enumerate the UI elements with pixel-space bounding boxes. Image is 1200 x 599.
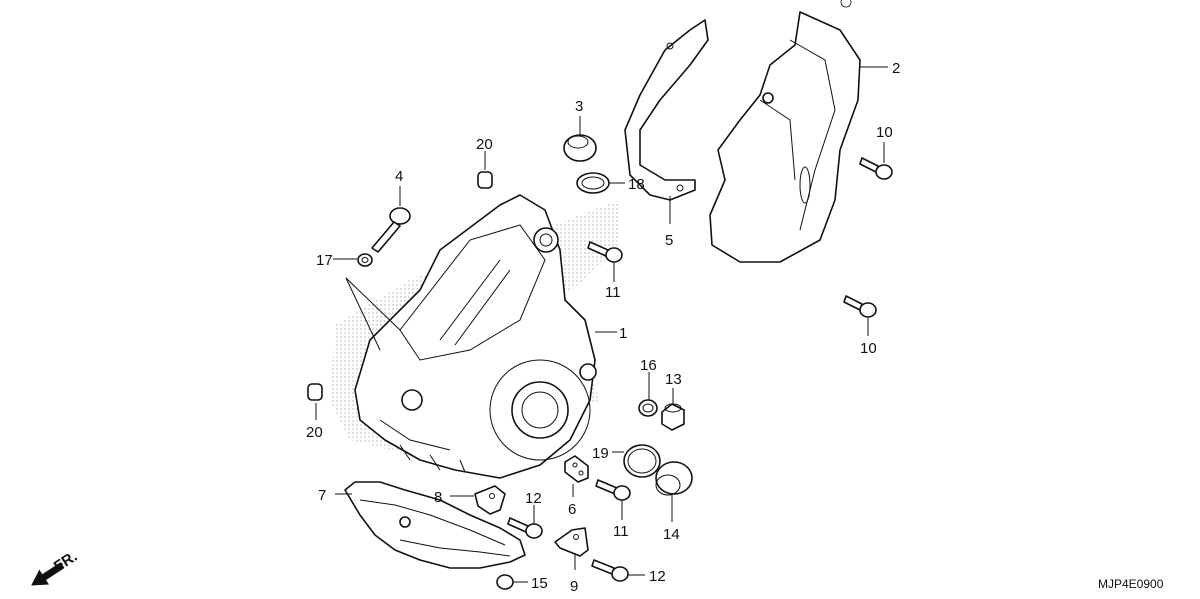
callout-18: 18 <box>628 176 645 193</box>
bolt-part-15[interactable] <box>496 574 514 590</box>
callout-16: 16 <box>640 357 657 374</box>
grommet-part-13[interactable] <box>661 403 685 431</box>
callout-8: 8 <box>434 489 442 506</box>
callout-15: 15 <box>531 575 548 592</box>
callout-13: 13 <box>665 371 682 388</box>
guard-part-5[interactable] <box>624 19 709 201</box>
bolt-part-11-upper[interactable] <box>587 241 623 263</box>
callout-labels: 1 2 3 4 5 6 7 8 9 10 10 11 11 12 12 13 1… <box>306 60 900 595</box>
registration-mark <box>840 0 852 8</box>
bolt-part-10-lower[interactable] <box>843 295 877 318</box>
callout-10-upper: 10 <box>876 124 893 141</box>
cap-part-14[interactable] <box>655 461 693 496</box>
bolt-part-10-upper[interactable] <box>859 157 893 180</box>
callout-19: 19 <box>592 445 609 462</box>
bolt-part-4[interactable] <box>371 207 411 253</box>
callout-12-lower: 12 <box>649 568 666 585</box>
front-direction-indicator: FR. <box>31 548 80 586</box>
callout-11-upper: 11 <box>605 284 621 301</box>
bolt-part-12-lower[interactable] <box>591 559 629 582</box>
callout-20-lower: 20 <box>306 424 323 441</box>
callout-20-upper: 20 <box>476 136 493 153</box>
o-ring-part-18[interactable] <box>576 172 610 194</box>
callout-12-upper: 12 <box>525 490 542 507</box>
callout-3: 3 <box>575 98 583 115</box>
callout-10-lower: 10 <box>860 340 877 357</box>
callout-17: 17 <box>316 252 333 269</box>
dowel-part-20-upper[interactable] <box>477 171 493 189</box>
callout-4: 4 <box>395 168 403 185</box>
bolt-part-11-lower[interactable] <box>595 479 631 501</box>
callout-1: 1 <box>619 325 627 342</box>
washer-part-17[interactable] <box>357 253 373 267</box>
callout-14: 14 <box>663 526 680 543</box>
diagram-code: MJP4E0900 <box>1098 577 1164 591</box>
callout-5: 5 <box>665 232 673 249</box>
washer-part-16[interactable] <box>638 399 658 417</box>
callout-7: 7 <box>318 487 326 504</box>
clip-part-6[interactable] <box>564 455 589 483</box>
callout-6: 6 <box>568 501 576 518</box>
bracket-part-8[interactable] <box>474 485 506 515</box>
cap-part-3[interactable] <box>563 134 597 162</box>
callout-2: 2 <box>892 60 900 77</box>
callout-11-lower: 11 <box>613 523 629 540</box>
callout-9: 9 <box>570 578 578 595</box>
arrow-icon <box>31 562 65 586</box>
sprocket-cover-part-2[interactable] <box>709 11 861 263</box>
dowel-part-20-lower[interactable] <box>307 383 323 401</box>
leader-lines <box>315 66 888 583</box>
bolt-part-12-upper[interactable] <box>507 517 543 539</box>
o-ring-part-19[interactable] <box>623 444 661 478</box>
crankcase-cover-part-1[interactable] <box>354 194 597 479</box>
guard-part-7[interactable] <box>344 481 526 569</box>
bracket-part-9[interactable] <box>554 527 589 557</box>
